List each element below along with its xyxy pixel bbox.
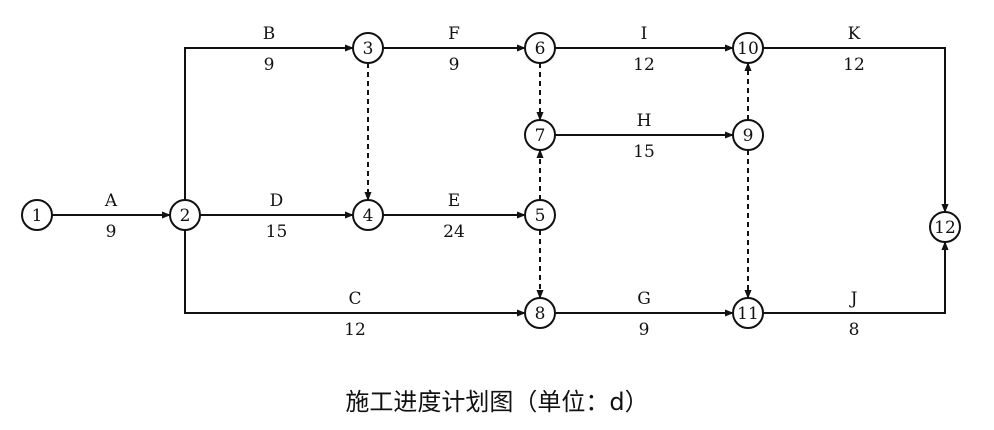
- event-node-circle: [524, 297, 556, 329]
- activity-duration-a: 9: [106, 222, 117, 242]
- activity-duration-e: 24: [443, 222, 465, 242]
- activity-duration-d: 15: [266, 222, 288, 242]
- event-node-3: 3: [352, 32, 384, 64]
- event-node-5: 5: [524, 199, 556, 231]
- activity-name-c: C: [348, 289, 361, 309]
- activity-name-a: A: [104, 191, 118, 211]
- activity-name-g: G: [637, 289, 651, 309]
- event-node-label: 4: [363, 206, 374, 226]
- event-node-circle: [524, 119, 556, 151]
- event-node-circle: [524, 199, 556, 231]
- event-node-circle: [929, 211, 961, 243]
- event-node-circle: [21, 199, 53, 231]
- activity-duration-j: 8: [849, 320, 860, 340]
- diagram-caption: 施工进度计划图（单位：d）: [345, 388, 649, 416]
- event-node-label: 7: [535, 126, 546, 146]
- activity-duration-h: 15: [633, 142, 655, 162]
- activity-arrow-b: [184, 44, 354, 200]
- activity-name-i: I: [641, 24, 648, 44]
- event-node-8: 8: [524, 297, 556, 329]
- activity-name-e: E: [448, 191, 460, 211]
- activity-duration-i: 12: [633, 55, 655, 75]
- event-node-4: 4: [352, 199, 384, 231]
- event-node-circle: [352, 32, 384, 64]
- event-node-label: 5: [535, 206, 546, 226]
- activity-name-f: F: [448, 24, 460, 44]
- activity-duration-f: 9: [449, 55, 460, 75]
- event-node-circle: [352, 199, 384, 231]
- event-node-label: 11: [737, 304, 759, 324]
- event-node-label: 9: [743, 126, 754, 146]
- activity-duration-c: 12: [344, 320, 366, 340]
- event-node-label: 3: [363, 39, 374, 59]
- event-node-label: 10: [737, 39, 759, 59]
- event-node-label: 8: [535, 304, 546, 324]
- activity-arrow-c: [184, 230, 526, 317]
- event-node-label: 2: [180, 206, 191, 226]
- event-node-6: 6: [524, 32, 556, 64]
- event-node-circle: [524, 32, 556, 64]
- event-node-11: 11: [732, 297, 764, 329]
- event-node-1: 1: [21, 199, 53, 231]
- event-node-circle: [732, 32, 764, 64]
- event-node-2: 2: [169, 199, 201, 231]
- activity-duration-b: 9: [264, 55, 275, 75]
- event-node-circle: [169, 199, 201, 231]
- activity-arrow-j: [763, 241, 949, 314]
- activity-name-b: B: [263, 24, 276, 44]
- activity-name-k: K: [848, 24, 861, 44]
- activity-duration-k: 12: [843, 55, 865, 75]
- event-node-label: 1: [32, 206, 43, 226]
- event-node-label: 12: [934, 218, 956, 238]
- event-node-9: 9: [732, 119, 764, 151]
- event-node-circle: [732, 119, 764, 151]
- activity-name-h: H: [637, 111, 652, 131]
- event-node-12: 12: [929, 211, 961, 243]
- event-node-circle: [732, 297, 764, 329]
- event-node-7: 7: [524, 119, 556, 151]
- activity-name-j: J: [849, 289, 858, 309]
- event-node-10: 10: [732, 32, 764, 64]
- activity-duration-g: 9: [639, 320, 650, 340]
- activity-arrow-k: [763, 47, 949, 213]
- activity-name-d: D: [270, 191, 284, 211]
- event-node-label: 6: [535, 39, 546, 59]
